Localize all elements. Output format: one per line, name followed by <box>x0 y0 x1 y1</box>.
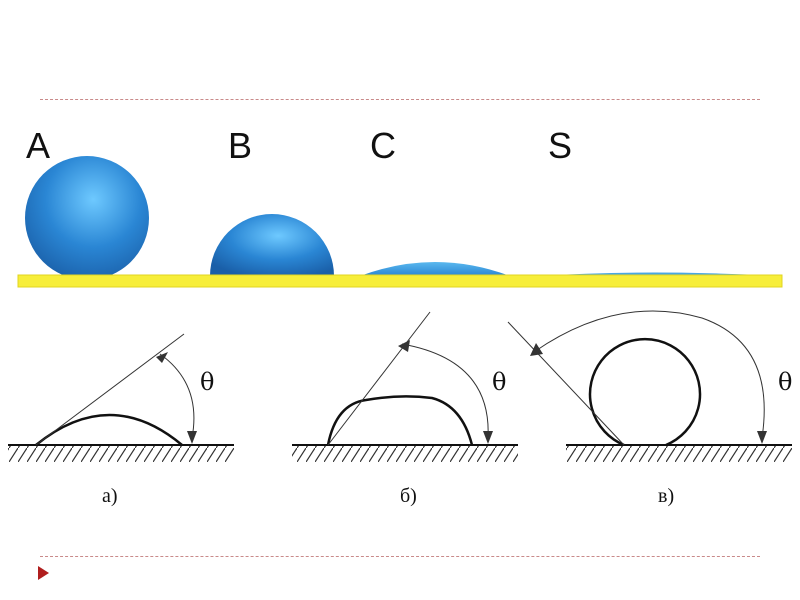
theta-symbol-b: θ <box>492 368 507 396</box>
bottom-divider <box>40 556 760 557</box>
drop-label-b: B <box>228 125 253 166</box>
drop-c <box>360 262 510 276</box>
case-label-v: в) <box>658 485 675 507</box>
case-label-b: б) <box>400 485 417 507</box>
drop-label-c: C <box>370 125 396 166</box>
drop-label-s: S <box>548 125 573 166</box>
theta-symbol-v: θ <box>778 368 793 396</box>
contact-angle-panel-b <box>292 311 518 462</box>
solid-surface <box>17 274 783 288</box>
case-label-a: а) <box>102 485 118 507</box>
drop-label-a: A <box>26 125 51 166</box>
drop-b <box>210 214 334 276</box>
contact-angle-panel-v <box>507 310 792 462</box>
play-arrow-icon[interactable] <box>38 566 49 580</box>
theta-symbol-a: θ <box>200 368 215 396</box>
top-divider <box>40 99 760 100</box>
drop-a <box>25 156 149 280</box>
contact-angle-panel-a <box>8 333 234 462</box>
